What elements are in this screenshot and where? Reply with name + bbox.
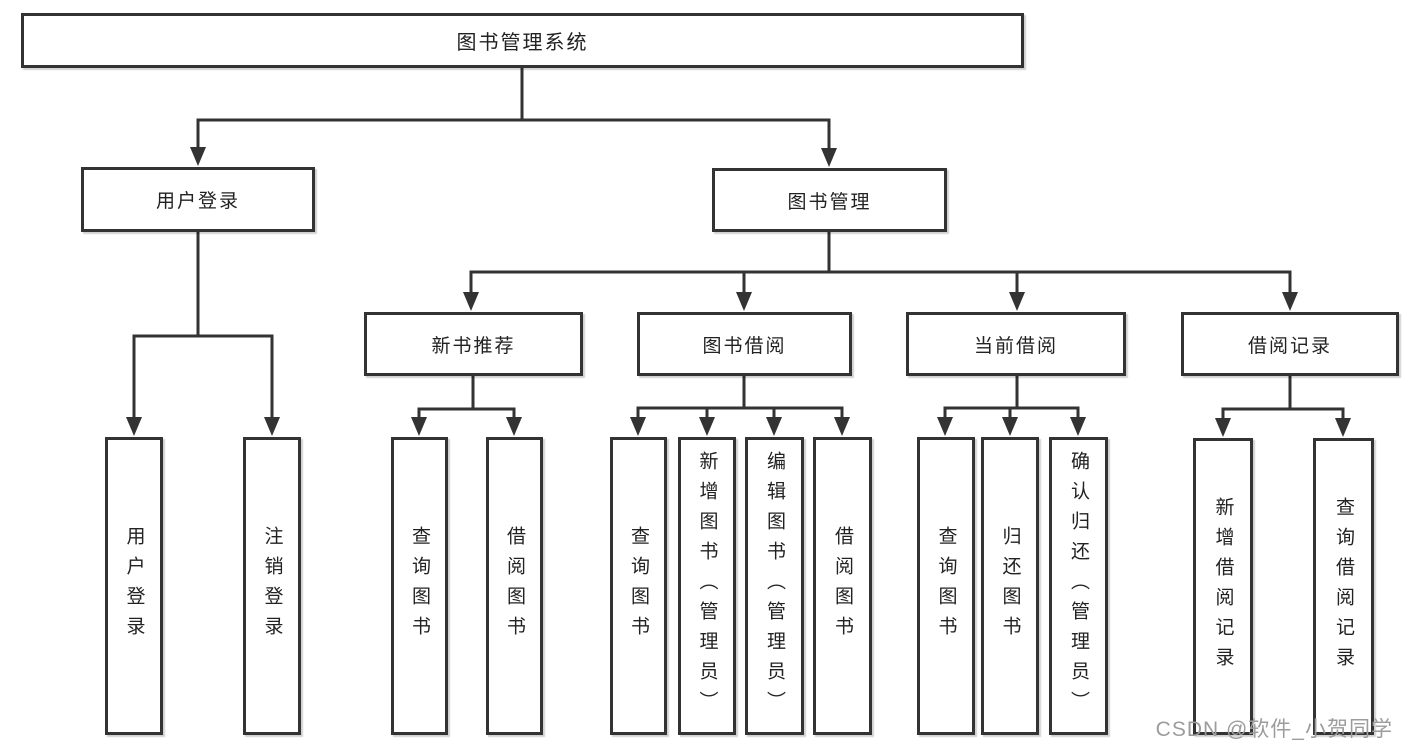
leaf-borrow-query-books: 查询图书 (610, 437, 667, 735)
watermark: CSDN @软件_小贺同学 (1155, 718, 1393, 741)
node-borrow-records: 借阅记录 (1181, 312, 1399, 376)
leaf-borrow-edit-books-admin: 编辑图书（管理员） (745, 437, 804, 735)
leaf-borrow-borrow-books: 借阅图书 (813, 437, 872, 735)
leaf-current-query-books: 查询图书 (917, 437, 975, 735)
arrow-down-icons (126, 147, 1351, 437)
leaf-logout: 注销登录 (243, 437, 301, 735)
leaf-record-query: 查询借阅记录 (1313, 438, 1374, 735)
node-book-management: 图书管理 (712, 168, 947, 232)
node-new-book-recommend: 新书推荐 (364, 312, 583, 376)
connector-segments (132, 66, 1345, 426)
node-current-borrow: 当前借阅 (906, 312, 1126, 376)
leaf-newbook-query-books: 查询图书 (391, 437, 448, 735)
node-book-borrow: 图书借阅 (637, 312, 852, 376)
leaf-record-add: 新增借阅记录 (1193, 438, 1253, 735)
node-root: 图书管理系统 (21, 13, 1024, 68)
leaf-user-login: 用户登录 (105, 437, 163, 735)
node-user-login: 用户登录 (81, 167, 315, 232)
leaf-borrow-add-books-admin: 新增图书（管理员） (678, 437, 736, 735)
leaf-current-confirm-return-admin: 确认归还（管理员） (1049, 437, 1108, 735)
leaf-newbook-borrow-books: 借阅图书 (486, 437, 543, 735)
leaf-current-return-books: 归还图书 (981, 437, 1039, 735)
